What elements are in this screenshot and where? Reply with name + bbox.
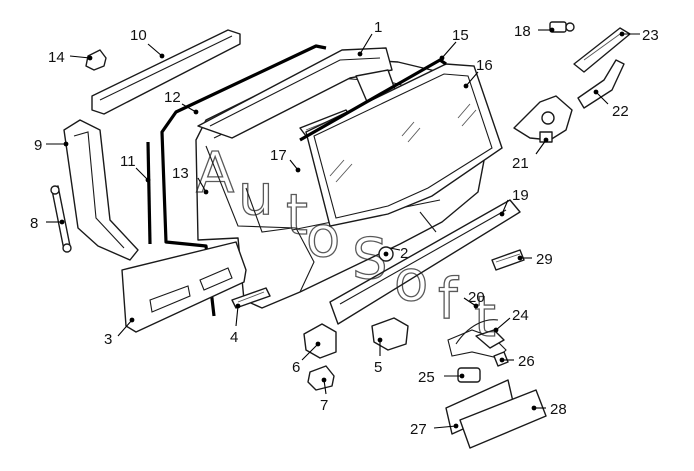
callout-label: 1: [374, 19, 382, 36]
side-trim-panel: [63, 119, 139, 261]
callout-label: 21: [512, 155, 529, 172]
tailgate-lock: [371, 317, 409, 351]
rear-window-glass: [305, 63, 503, 227]
rear-reflector: [231, 287, 271, 309]
callout-label: 2: [400, 245, 408, 262]
wiper-motor: [513, 95, 573, 143]
tailgate-weatherstrip: [160, 44, 327, 317]
license-lamp: [491, 249, 525, 271]
callout-label: 28: [550, 401, 567, 418]
watermark-letter: o: [394, 249, 428, 314]
callout-label: 13: [172, 165, 189, 182]
watermark-letter: t: [286, 183, 308, 248]
callout-label: 9: [34, 137, 42, 154]
callout-label: 23: [642, 27, 659, 44]
gas-strut: [50, 185, 72, 253]
callout-label: 12: [164, 89, 181, 106]
glass-seal: [299, 58, 447, 142]
callout-label: 16: [476, 57, 493, 74]
callout-label: 27: [410, 421, 427, 438]
watermark-letter: u: [238, 163, 274, 228]
callout-label: 24: [512, 307, 529, 324]
callout-label: 22: [612, 103, 629, 120]
wiper-link: [577, 59, 625, 109]
callout-label: 4: [230, 329, 238, 346]
watermark-letter: f: [438, 267, 459, 332]
side-seal-strip: [146, 141, 152, 245]
callout-label: 8: [30, 215, 38, 232]
callout-label: 3: [104, 331, 112, 348]
watermark: A u t o S o f t: [195, 140, 496, 350]
watermark-letter: S: [352, 227, 388, 292]
callout-leaders: [46, 29, 640, 429]
watermark-letter: o: [306, 205, 340, 270]
callout-label: 20: [468, 289, 485, 306]
callout-label: 11: [120, 153, 136, 170]
callout-dots: [59, 27, 625, 429]
callout-labels: 1 2 3 4 5 6 7 8 9 10 11 12 13 14 15 16 1…: [30, 19, 659, 438]
watermark-letter: A: [196, 141, 234, 206]
callout-label: 7: [320, 397, 328, 414]
lower-trim-panel: [121, 241, 247, 333]
callout-label: 17: [270, 147, 287, 164]
release-switch: [457, 367, 481, 383]
callout-label: 18: [514, 23, 531, 40]
callout-label: 14: [48, 49, 65, 66]
upper-trim-panel: [91, 29, 241, 115]
callout-label: 15: [452, 27, 469, 44]
license-plate-base: [459, 389, 547, 449]
callout-label: 26: [518, 353, 535, 370]
callout-label: 5: [374, 359, 382, 376]
lock-actuator: [447, 319, 507, 359]
watermark-letter: t: [474, 285, 496, 350]
callout-label: 25: [418, 369, 435, 386]
callout-label: 19: [512, 187, 529, 204]
callout-label: 29: [536, 251, 553, 268]
license-garnish: [329, 199, 521, 325]
trim-clip: [85, 49, 107, 71]
callout-label: 6: [292, 359, 300, 376]
hinge-bracket: [307, 365, 335, 391]
callout-label: 10: [130, 27, 147, 44]
